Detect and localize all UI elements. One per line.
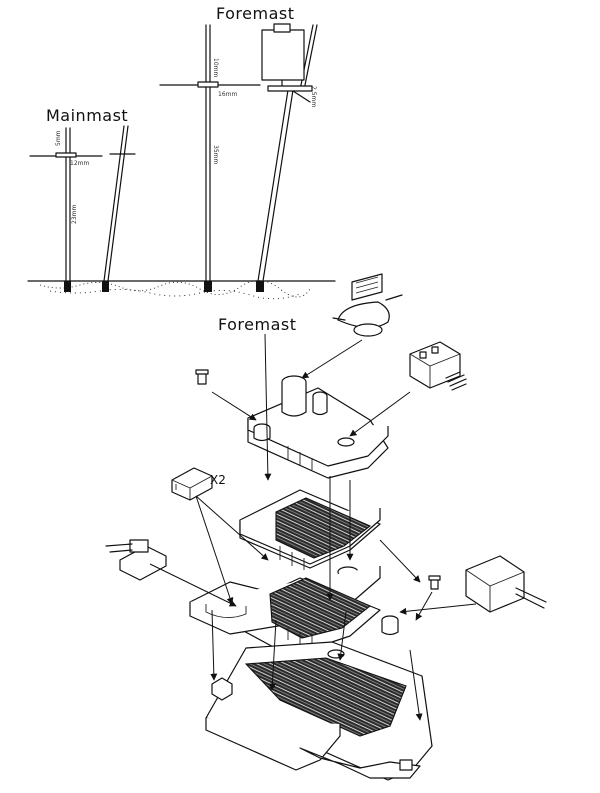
main-gun-turret <box>465 555 547 613</box>
dim-main-top: 5mm <box>55 130 62 146</box>
quantity-label: X2 <box>210 473 226 487</box>
mast-detail: 5mm 12mm 23mm 10mm 16mm 35mm 2.5mm Forem… <box>27 4 336 300</box>
dim-fore-brace: 2.5mm <box>310 86 317 107</box>
bridge-deck-level-2 <box>189 566 399 657</box>
director-tower-part <box>332 273 403 337</box>
dim-fore-yard: 16mm <box>218 91 237 98</box>
foremast-assembly-label: Foremast <box>218 315 297 334</box>
secondary-gun-mount <box>105 539 167 581</box>
assembly-arrows <box>149 333 477 721</box>
mainmast-title: Mainmast <box>46 106 128 125</box>
ground-line <box>27 280 336 300</box>
upper-bridge-deck <box>247 375 389 479</box>
foremast-title: Foremast <box>216 4 295 23</box>
base-superstructure-deck <box>205 641 433 781</box>
bridge-deck-level-1 <box>239 489 381 578</box>
mainmast-side-view <box>102 125 136 292</box>
dim-fore-lower: 35mm <box>212 145 219 164</box>
searchlight-platform-part <box>171 467 213 501</box>
dim-main-yard: 12mm <box>70 160 89 167</box>
foremast-front-view <box>159 24 261 292</box>
secondary-director-part <box>409 341 467 391</box>
dim-main-lower: 23mm <box>71 205 78 224</box>
mainmast-front-view <box>29 127 103 292</box>
exploded-assembly: Foremast X2 <box>105 273 547 781</box>
foremast-side-view <box>256 23 318 292</box>
dim-fore-top: 10mm <box>212 58 219 77</box>
small-mast-piece-right <box>428 575 441 590</box>
small-mast-piece-left <box>195 369 209 385</box>
